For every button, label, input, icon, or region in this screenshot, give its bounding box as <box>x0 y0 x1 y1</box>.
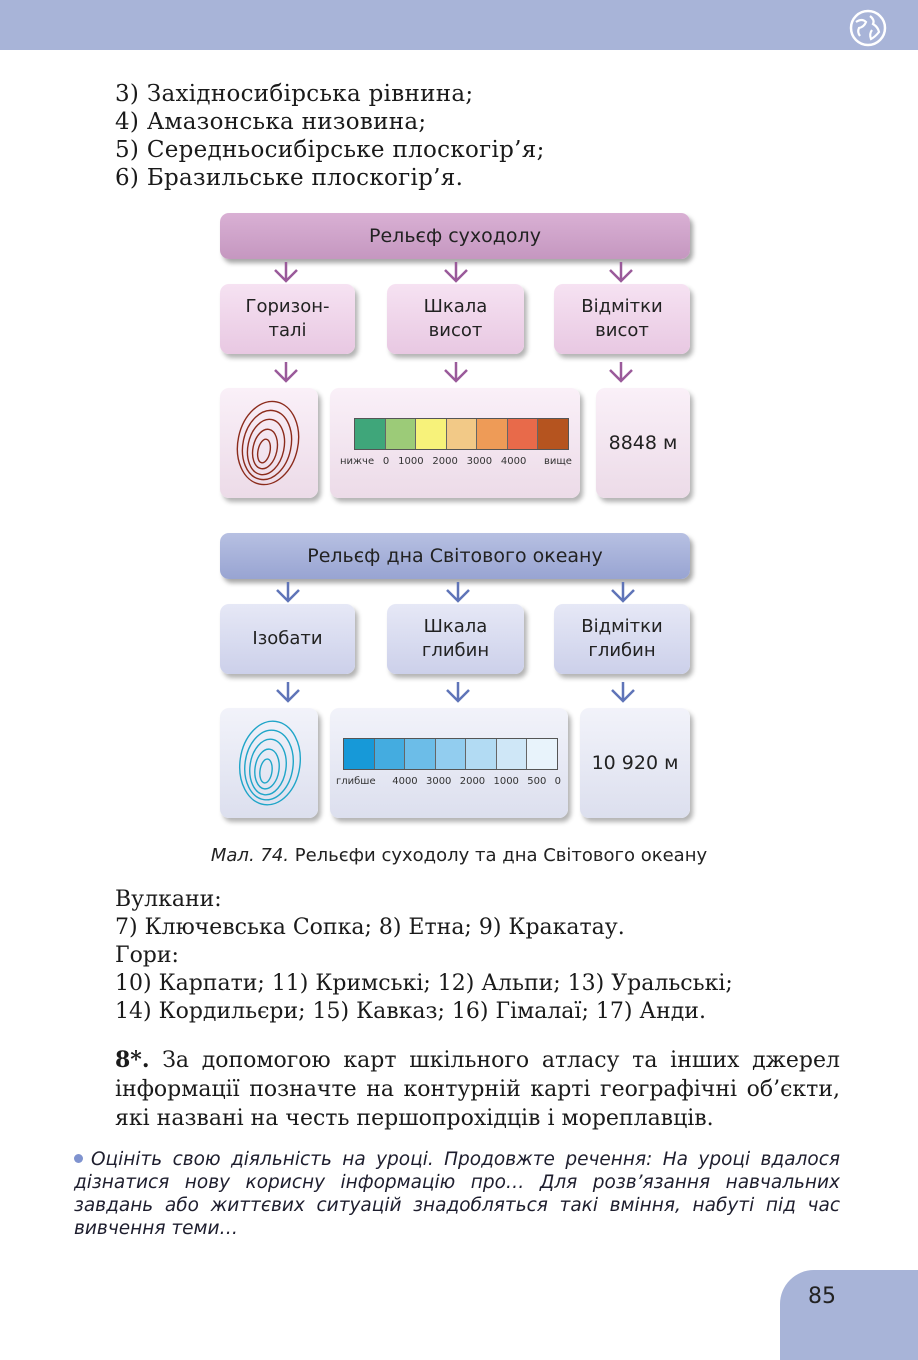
ocean-relief-header: Рельєф дна Світового океану <box>220 533 690 579</box>
depth-mark-value: 10 920 м <box>591 752 679 774</box>
depth-scale-cell <box>466 739 497 769</box>
arrow-down-icon <box>611 582 635 603</box>
height-color-scale <box>354 418 569 450</box>
height-scale-tick: вище <box>543 456 572 467</box>
self-evaluation-text: Оцініть свою діяльність на уроці. Продов… <box>74 1149 840 1239</box>
figure-caption-text: Рельєфи суходолу та дна Світового океану <box>289 845 708 866</box>
height-scale-tick: 0 <box>382 456 390 467</box>
height-scale-box: Шкала висот <box>387 284 524 354</box>
self-evaluation: Оцініть свою діяльність на уроці. Продов… <box>74 1148 840 1240</box>
height-scale-tick: 3000 <box>466 456 493 467</box>
list-item: 5) Середньосибірське плоскогір’я; <box>115 137 545 163</box>
arrow-down-icon <box>609 362 633 383</box>
depth-scale-tick: 500 <box>527 776 547 787</box>
contour-lines-box: Горизон- талі <box>220 284 355 354</box>
height-scale-tick: нижче <box>340 456 375 467</box>
depth-mark-panel: 10 920 м <box>580 708 690 818</box>
globe-icon <box>849 9 887 47</box>
arrow-down-icon <box>274 362 298 383</box>
list-item: 4) Амазонська низовина; <box>115 109 427 135</box>
height-scale-tick: 2000 <box>432 456 458 467</box>
height-mark-value: 8848 м <box>608 432 678 454</box>
height-scale-cell <box>446 419 478 449</box>
depth-scale-cell <box>527 739 558 769</box>
volcanoes-title: Вулкани: <box>115 887 222 912</box>
page-number-tab <box>780 1270 918 1360</box>
depth-scale-tick: 0 <box>554 776 561 787</box>
depth-scale-tick: 3000 <box>425 776 452 787</box>
task-text: За допомогою карт шкільного атласу та ін… <box>115 1048 840 1131</box>
depth-color-scale <box>343 738 558 770</box>
depth-scale-cell <box>435 739 467 769</box>
mountains-list-line: 14) Кордильєри; 15) Кавказ; 16) Гімалаї;… <box>115 999 706 1024</box>
depth-scale-ticks: глибше 4000 3000 2000 1000 500 0 <box>336 776 561 787</box>
bullet-icon <box>74 1153 83 1163</box>
arrow-down-icon <box>444 262 468 283</box>
height-scale-cell <box>538 419 569 449</box>
depth-scale-cell <box>496 739 528 769</box>
arrow-down-icon <box>274 262 298 283</box>
ocean-contour-panel <box>220 708 318 818</box>
list-item: 3) Західносибірська рівнина; <box>115 81 474 107</box>
depth-scale-box: Шкала глибин <box>387 604 524 674</box>
list-item: 6) Бразильське плоскогір’я. <box>115 165 464 191</box>
arrow-down-icon <box>446 582 470 603</box>
height-scale-tick: 1000 <box>398 456 424 467</box>
height-mark-panel: 8848 м <box>596 388 690 498</box>
page-number: 85 <box>808 1284 836 1309</box>
depth-scale-cell <box>405 739 436 769</box>
arrow-down-icon <box>609 262 633 283</box>
arrow-down-icon <box>446 682 470 703</box>
task-8: 8*. За допомогою карт шкільного атласу т… <box>115 1046 840 1133</box>
height-scale-cell <box>385 419 417 449</box>
land-relief-header: Рельєф суходолу <box>220 213 690 259</box>
task-number: 8*. <box>115 1047 150 1073</box>
height-scale-tick: 4000 <box>500 456 527 467</box>
arrow-down-icon <box>444 362 468 383</box>
objects-list: 3) Західносибірська рівнина; 4) Амазонсь… <box>115 80 545 192</box>
arrow-down-icon <box>276 682 300 703</box>
volcanoes-list: 7) Ключевська Сопка; 8) Етна; 9) Краката… <box>115 915 625 940</box>
depth-scale-tick: 1000 <box>493 776 519 787</box>
top-banner <box>0 0 918 50</box>
figure-number: Мал. 74. <box>210 845 290 866</box>
land-contour-icon <box>236 400 300 486</box>
isobaths-box: Ізобати <box>220 604 355 674</box>
height-scale-cell <box>416 419 447 449</box>
height-scale-cell <box>477 419 508 449</box>
height-marks-box: Відмітки висот <box>554 284 690 354</box>
land-contour-panel <box>220 388 318 498</box>
depth-scale-tick: 4000 <box>392 776 418 787</box>
arrow-down-icon <box>611 682 635 703</box>
depth-scale-tick: 2000 <box>459 776 486 787</box>
depth-marks-box: Відмітки глибин <box>554 604 690 674</box>
height-scale-ticks: нижче 0 1000 2000 3000 4000 вище <box>340 456 572 467</box>
mountains-list-line: 10) Карпати; 11) Кримські; 12) Альпи; 13… <box>115 971 733 996</box>
height-scale-cell <box>507 419 539 449</box>
isobath-contour-icon <box>239 720 301 806</box>
depth-scale-cell <box>344 739 375 769</box>
mountains-title: Гори: <box>115 943 179 968</box>
height-scale-cell <box>355 419 386 449</box>
depth-scale-tick: глибше <box>336 776 376 787</box>
figure-caption: Мал. 74. Рельєфи суходолу та дна Світово… <box>0 845 918 866</box>
depth-scale-cell <box>374 739 406 769</box>
arrow-down-icon <box>276 582 300 603</box>
